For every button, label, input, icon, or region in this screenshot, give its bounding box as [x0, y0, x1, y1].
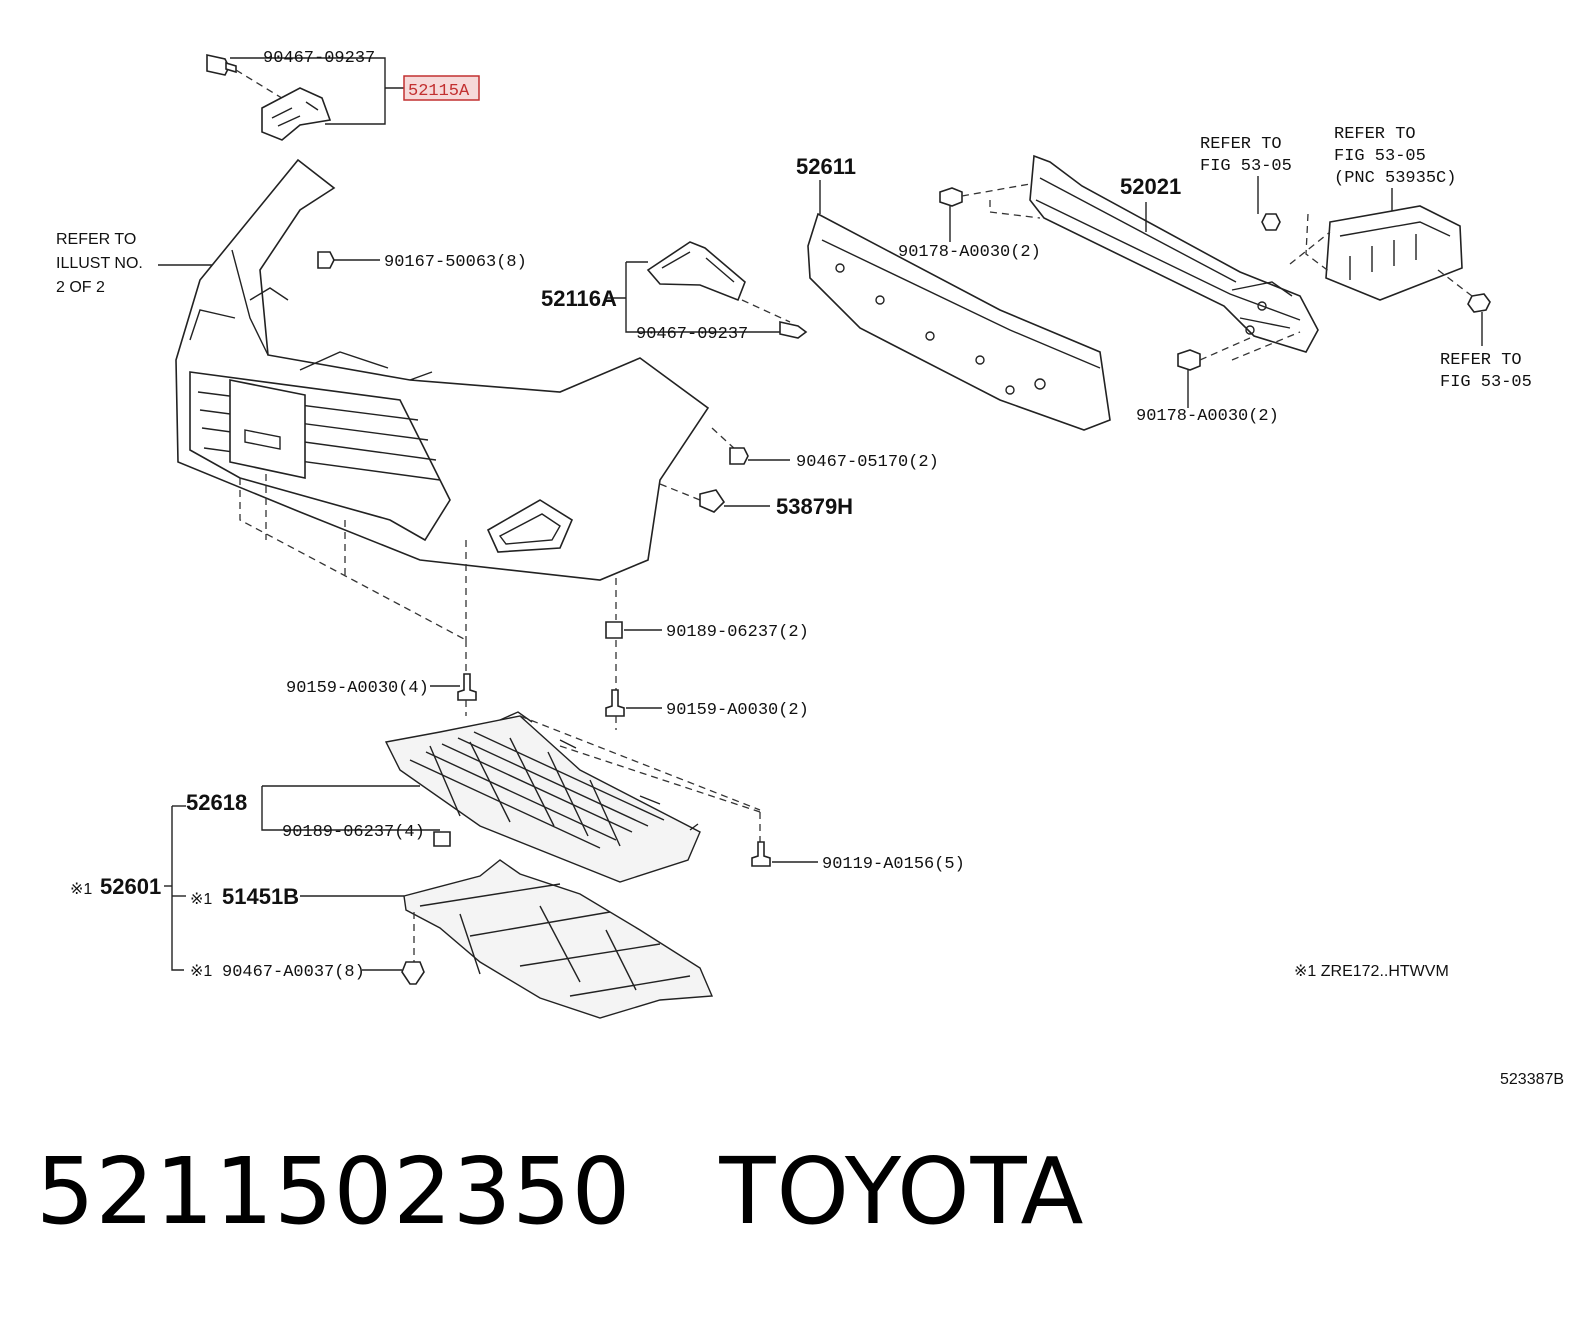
label-90178-a0030-right[interactable]: 90178-A0030(2) [1136, 407, 1279, 426]
bolt-90119-icon [751, 841, 771, 867]
label-refer-fig-a-line2: FIG 53-05 [1200, 157, 1292, 176]
label-90467-a0037[interactable]: 90467-A0037(8) [222, 963, 365, 982]
label-refer-fig-c-line1: REFER TO [1440, 351, 1522, 370]
absorber-52611-drawing [807, 212, 1111, 431]
label-52021[interactable]: 52021 [1120, 174, 1181, 199]
clip-90189-icon [605, 621, 623, 639]
label-90178-a0030-left[interactable]: 90178-A0030(2) [898, 243, 1041, 262]
bolt-refer-c-icon [1467, 293, 1491, 313]
label-90159-a0030-4[interactable]: 90159-A0030(4) [286, 679, 429, 698]
bolt-refer-a-icon [1261, 213, 1281, 231]
label-53879h[interactable]: 53879H [776, 494, 853, 519]
label-90159-a0030-2[interactable]: 90159-A0030(2) [666, 701, 809, 720]
label-refer-illust-line3: 2 OF 2 [56, 279, 105, 296]
label-51451b[interactable]: 51451B [222, 884, 299, 909]
brand-name: TOYOTA [719, 1138, 1085, 1245]
label-90467-09237-mid[interactable]: 90467-09237 [636, 325, 748, 344]
label-52601[interactable]: 52601 [100, 874, 161, 899]
label-52611[interactable]: 52611 [796, 154, 856, 179]
footnote-text: ※1 ZRE172..HTWVM [1294, 963, 1449, 980]
label-refer-fig-c-line2: FIG 53-05 [1440, 373, 1532, 392]
label-52115a[interactable]: 52115A [408, 82, 470, 101]
label-refer-illust-line1: REFER TO [56, 231, 136, 248]
label-refer-illust-line2: ILLUST NO. [56, 255, 143, 272]
label-refer-fig-a-line1: REFER TO [1200, 135, 1282, 154]
part-number: 5211502350 [36, 1138, 632, 1245]
bumper-cover-drawing [175, 158, 710, 581]
under-cover-51451b-drawing [403, 859, 714, 1019]
label-refer-fig-b-line1: REFER TO [1334, 125, 1416, 144]
note-mark-52601: ※1 [70, 881, 92, 898]
nut-90178-right-icon [1177, 349, 1201, 371]
diagram-code: 523387B [1500, 1071, 1564, 1088]
clip-53879h-icon [699, 489, 726, 513]
footer-caption: 5211502350 TOYOTA [36, 1138, 1085, 1248]
reinforcement-52021-drawing [1029, 154, 1319, 353]
label-90167-50063[interactable]: 90167-50063(8) [384, 253, 527, 272]
screw-90467-05170-icon [729, 447, 749, 465]
label-90119-a0156[interactable]: 90119-A0156(5) [822, 855, 965, 874]
highlight-52115a [403, 75, 480, 101]
bracket-52115a-drawing [206, 54, 332, 141]
note-mark-90467-a0037: ※1 [190, 963, 212, 980]
clip-90167-icon [317, 251, 335, 269]
lower-grille-52618-drawing [384, 711, 701, 883]
label-90189-06237-4[interactable]: 90189-06237(4) [282, 823, 425, 842]
label-90189-06237-2[interactable]: 90189-06237(2) [666, 623, 809, 642]
bolt-90159-4-icon [457, 673, 477, 701]
bracket-52116a-drawing [646, 241, 808, 339]
note-mark-51451b: ※1 [190, 891, 212, 908]
label-52618[interactable]: 52618 [186, 790, 247, 815]
label-90467-09237-top: 90467-09237 [263, 49, 375, 68]
bracket-53935c-drawing [1325, 205, 1463, 301]
label-refer-fig-b-line2: FIG 53-05 [1334, 147, 1426, 166]
label-90467-05170[interactable]: 90467-05170(2) [796, 453, 939, 472]
label-refer-fig-b-line3: (PNC 53935C) [1334, 169, 1456, 188]
nut-90178-left-icon [939, 187, 963, 207]
clip-90189-4-icon [433, 831, 451, 847]
bolt-90159-2-icon [605, 689, 625, 717]
label-52116a[interactable]: 52116A [541, 286, 617, 311]
clip-90467-a0037-icon [401, 961, 425, 985]
